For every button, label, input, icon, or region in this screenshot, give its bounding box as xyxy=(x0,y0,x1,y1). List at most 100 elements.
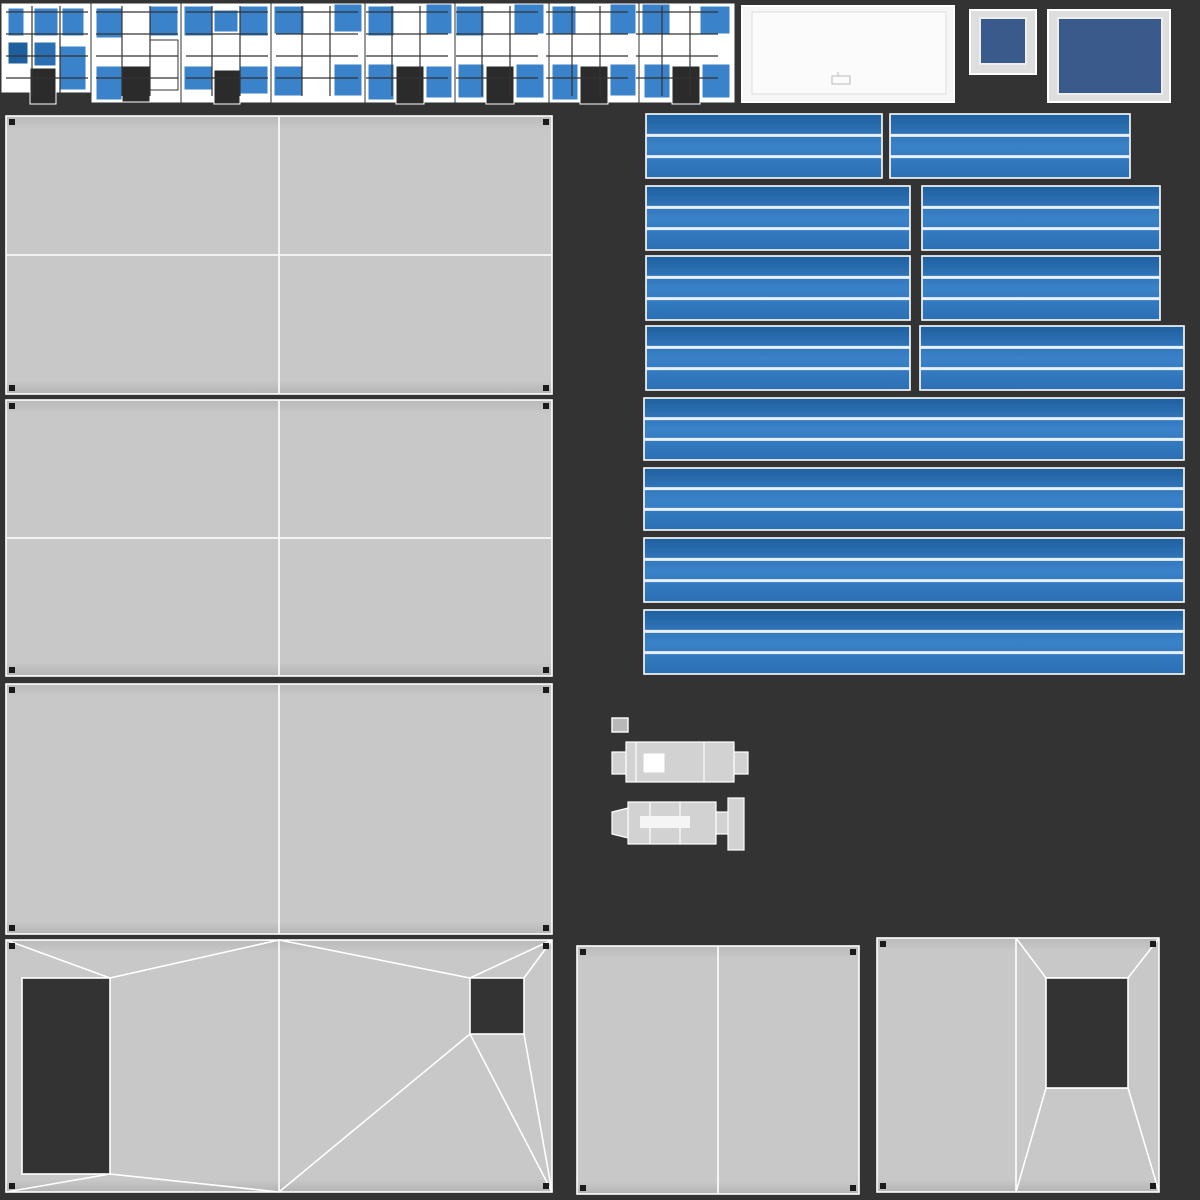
glass-island xyxy=(239,65,269,95)
corner-bolt xyxy=(850,1185,856,1191)
lattice-island xyxy=(29,67,57,105)
corner-bolt xyxy=(543,1183,549,1189)
large-navy-panel xyxy=(1057,17,1163,95)
frame-wire-lines xyxy=(6,6,718,96)
glass-island xyxy=(149,5,179,37)
wall-panel-3 xyxy=(5,683,553,935)
corner-bolt xyxy=(543,687,549,693)
hinge-island xyxy=(625,741,735,783)
glass-island xyxy=(551,63,579,101)
corner-bolt xyxy=(880,941,886,947)
wall-panel-2 xyxy=(5,399,553,677)
lattice-island xyxy=(395,65,425,105)
glass-island xyxy=(95,65,123,101)
glass-island xyxy=(7,7,25,37)
glass-island xyxy=(515,63,545,99)
corner-bolt xyxy=(9,687,15,693)
corner-bolt xyxy=(9,403,15,409)
blue-strip-islands xyxy=(643,113,1185,675)
lattice-island xyxy=(121,65,151,103)
small-square-island xyxy=(611,717,629,733)
corner-bolt xyxy=(543,925,549,931)
blue-strip-island xyxy=(643,609,1185,675)
window-island-group-5 xyxy=(365,3,455,105)
glass-island xyxy=(643,63,671,99)
glass-island xyxy=(699,5,731,35)
corner-bolt xyxy=(9,925,15,931)
glass-island xyxy=(239,5,269,37)
latch-tip-island xyxy=(611,807,629,839)
blue-strip-island xyxy=(645,325,911,391)
glass-island xyxy=(273,5,305,35)
glass-island xyxy=(183,5,213,37)
blue-strip-face xyxy=(643,609,1185,675)
blue-strip-island xyxy=(645,185,911,251)
blue-strip-island xyxy=(643,537,1185,603)
board-handle-island xyxy=(831,72,851,85)
glass-island xyxy=(513,3,545,35)
glass-island xyxy=(641,3,671,35)
blue-strip-island xyxy=(921,185,1161,251)
blue-strip-island xyxy=(643,467,1185,531)
lattice-island xyxy=(485,65,515,105)
wall-panel-4-with-openings xyxy=(5,939,553,1193)
glass-island xyxy=(425,3,453,35)
window-island-group-7 xyxy=(549,3,639,105)
glass-island xyxy=(61,7,85,37)
small-navy-panel xyxy=(979,17,1027,65)
blue-strip-island xyxy=(645,255,911,321)
latch-plate-island xyxy=(727,797,745,851)
window-island-group-1 xyxy=(1,3,91,105)
blue-strip-face xyxy=(643,467,1185,531)
corner-bolt xyxy=(580,949,586,955)
corner-bolt xyxy=(1150,1183,1156,1189)
window-island-group-6 xyxy=(455,3,549,105)
door-opening xyxy=(21,977,111,1175)
blue-strip-face xyxy=(643,397,1185,461)
wall-panel-1 xyxy=(5,115,553,395)
blue-strip-face xyxy=(919,325,1185,391)
blue-strip-island xyxy=(919,325,1185,391)
glass-island xyxy=(95,7,123,39)
glass-island xyxy=(457,63,485,99)
corner-bolt xyxy=(850,949,856,955)
hinge-highlight xyxy=(643,753,665,773)
panel-seam-corner xyxy=(523,1033,553,1193)
window-island-group-2 xyxy=(91,3,181,103)
glass-island xyxy=(273,65,303,97)
glass-island xyxy=(59,45,87,91)
blue-strip-face xyxy=(645,255,911,321)
blue-strip-face xyxy=(645,185,911,251)
lattice-island xyxy=(213,69,241,105)
wall-panel-islands xyxy=(5,115,553,1193)
corner-bolt xyxy=(543,667,549,673)
corner-bolt-marks xyxy=(9,119,1156,1191)
blue-strip-face xyxy=(643,537,1185,603)
white-board-inner xyxy=(751,11,947,95)
corner-bolt xyxy=(543,119,549,125)
glass-island xyxy=(425,65,453,99)
blue-strip-face xyxy=(921,185,1161,251)
corner-bolt xyxy=(1150,941,1156,947)
window-opening xyxy=(469,977,525,1035)
glass-island xyxy=(213,9,239,33)
glass-island xyxy=(455,5,485,37)
glass-island xyxy=(333,3,363,33)
lattice-island xyxy=(579,65,609,105)
end-window-opening xyxy=(1045,977,1129,1089)
corner-bolt xyxy=(580,1185,586,1191)
corner-bolt xyxy=(543,385,549,391)
window-frame-islands xyxy=(1,3,735,105)
latch-highlight xyxy=(640,816,690,828)
window-island-group-3 xyxy=(181,3,271,105)
end-panel-plain xyxy=(576,945,860,1195)
corner-bolt xyxy=(9,667,15,673)
glass-island xyxy=(33,7,59,37)
board-islands xyxy=(741,5,1171,103)
glass-island xyxy=(333,63,363,97)
glass-island xyxy=(7,41,29,65)
blue-strip-island xyxy=(643,397,1185,461)
window-island-group-8 xyxy=(639,3,735,105)
window-island-group-4 xyxy=(271,3,365,103)
